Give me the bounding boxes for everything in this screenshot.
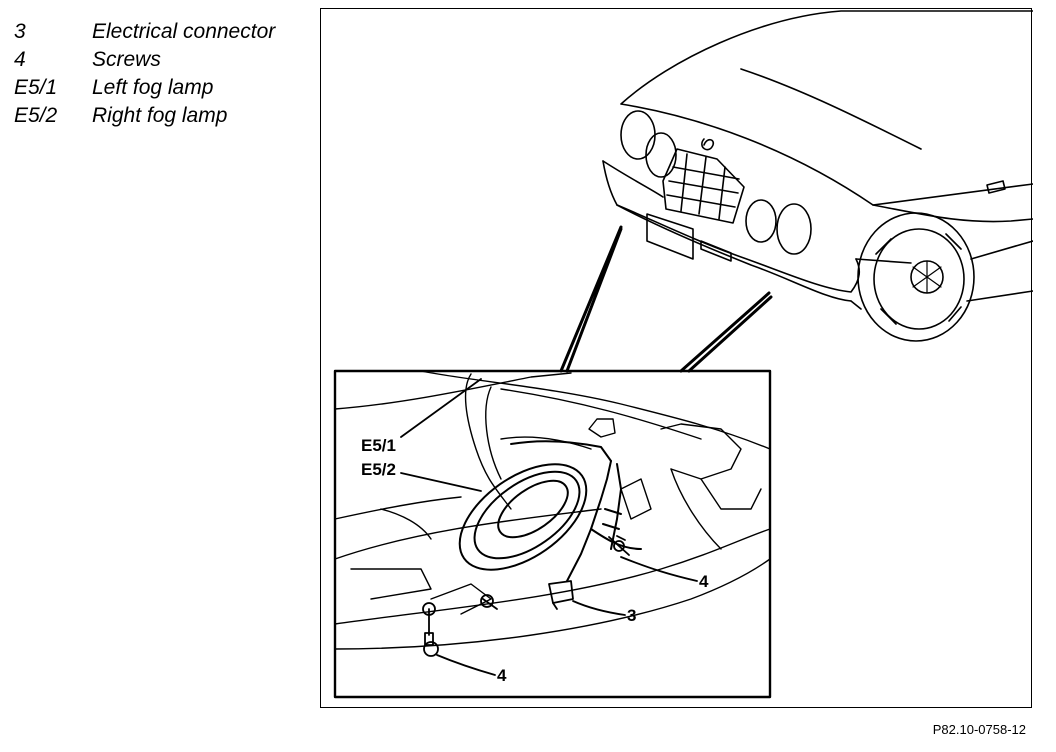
legend-code: 4: [14, 48, 26, 71]
fog-lamp-diagram: E5/1 E5/2 4 3 4: [333, 10, 1033, 699]
label-screws-upper: 4: [699, 572, 709, 591]
callout-leaders: [400, 378, 698, 676]
legend-item-screws: 4 Screws: [14, 46, 275, 74]
indicator-line-right: [679, 291, 773, 373]
hood-crease: [740, 68, 922, 150]
screw-icon: [422, 535, 630, 657]
car-side: [966, 240, 1033, 302]
label-e51: E5/1: [361, 436, 396, 455]
wiring-harness: [510, 440, 642, 582]
car-fender: [872, 204, 1033, 223]
legend-item-electrical-connector: 3 Electrical connector: [14, 18, 275, 46]
detail-inset: E5/1 E5/2 4 3 4: [333, 369, 772, 699]
hood-emblem: [701, 138, 715, 151]
label-connector: 3: [627, 606, 636, 625]
electrical-connector-icon: [548, 580, 574, 610]
legend-label: Left fog lamp: [92, 76, 214, 99]
detail-inset-frame: [333, 369, 772, 699]
leader-e51: [400, 378, 482, 438]
legend-label: Electrical connector: [92, 20, 276, 43]
car-front-illustration: [559, 10, 1033, 373]
inset-body-outlines: [334, 370, 771, 650]
figure-reference: P82.10-0758-12: [932, 722, 1026, 737]
side-mirror: [986, 180, 1006, 194]
leader-screws-upper: [620, 556, 698, 582]
fog-lamp-housing: [458, 463, 588, 571]
license-plate: [646, 213, 694, 260]
right-headlamps: [745, 199, 812, 255]
diagram-frame: E5/1 E5/2 4 3 4: [320, 8, 1033, 708]
legend: 3 Electrical connector 4 Screws E5/1 Lef…: [14, 18, 275, 130]
leader-screws-lower: [436, 654, 496, 676]
indicator-line-left: [559, 225, 623, 373]
legend-label: Right fog lamp: [92, 104, 228, 127]
legend-code: 3: [14, 20, 26, 43]
label-e52: E5/2: [361, 460, 396, 479]
legend-code: E5/2: [14, 104, 58, 127]
front-bumper: [602, 160, 912, 310]
left-headlamps: [620, 110, 677, 178]
car-hood: [620, 10, 1033, 206]
legend-code: E5/1: [14, 76, 58, 99]
leader-connector: [572, 600, 626, 616]
radiator-grille: [662, 148, 745, 224]
leader-e52: [400, 472, 482, 492]
label-screws-lower: 4: [497, 666, 507, 685]
legend-item-right-fog-lamp: E5/2 Right fog lamp: [14, 102, 275, 130]
legend-label: Screws: [92, 48, 161, 71]
legend-item-left-fog-lamp: E5/1 Left fog lamp: [14, 74, 275, 102]
front-wheel: [857, 212, 975, 342]
